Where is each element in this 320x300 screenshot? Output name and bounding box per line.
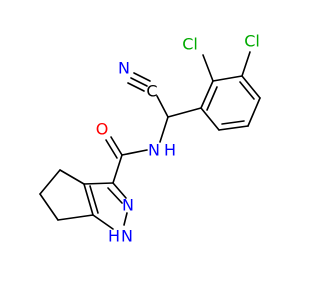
bond-aryl — [247, 97, 261, 127]
bond-aryl-double — [221, 120, 245, 125]
molecule-structure-diagram: N C Cl Cl O N H N N H — [39, 32, 261, 246]
bond-pyrazole — [83, 182, 114, 185]
bond-pyrazole — [83, 183, 94, 216]
bond-aryl — [200, 80, 214, 109]
bond-aryl-double — [239, 81, 255, 100]
bond-cyclopentane — [39, 193, 59, 221]
bond-ch-to-amide-n — [159, 116, 169, 143]
bond-aryl — [200, 107, 220, 131]
bond-cyclopentane — [57, 214, 94, 221]
atom-label-amide-h: H — [164, 141, 176, 160]
atom-label-chlorine: Cl — [182, 35, 198, 54]
bond-amide-n-to-carbonyl — [121, 149, 148, 156]
atom-label-chlorine: Cl — [244, 32, 260, 51]
bond-c-n-triple — [127, 82, 145, 92]
atom-labels: N C Cl Cl O N H N N H — [96, 32, 260, 246]
bond-aryl — [212, 75, 243, 82]
bond-carbonyl-to-pyrazole — [112, 154, 123, 184]
bond-pyrazole — [112, 182, 127, 199]
bond-c-cl — [241, 51, 251, 77]
bond-c-n-triple — [130, 77, 148, 87]
atom-label-pyrazole-n: N — [122, 196, 134, 215]
bond-pyrazole-double — [107, 187, 123, 204]
bond-aryl-double — [206, 86, 218, 111]
bond-nitrile-c-to-ch — [156, 95, 169, 118]
bond-cyclopentane — [39, 169, 61, 195]
atom-label-amide-n: N — [148, 141, 160, 160]
atom-label-carbonyl-o: O — [96, 120, 109, 139]
atom-label-nitrile-n: N — [118, 59, 130, 78]
bond-ch-to-aryl — [167, 107, 202, 118]
bond-c-o-double — [110, 136, 123, 156]
bond-pyrazole — [92, 214, 114, 230]
bond-aryl — [241, 75, 261, 99]
bond-c-cl — [202, 54, 214, 82]
bond-c-n-triple — [133, 72, 151, 82]
bond-aryl — [218, 125, 249, 131]
atom-label-pyrazole-nh-n: N — [121, 227, 133, 246]
bond-pyrazole — [123, 212, 128, 226]
atom-label-pyrazole-nh-h: H — [108, 227, 120, 246]
bond-cyclopentane — [59, 169, 85, 185]
bond-pyrazole-double — [89, 185, 99, 214]
bond-lines — [39, 51, 261, 230]
atom-label-nitrile-c: C — [146, 82, 157, 101]
bond-c-o-double — [105, 139, 118, 159]
